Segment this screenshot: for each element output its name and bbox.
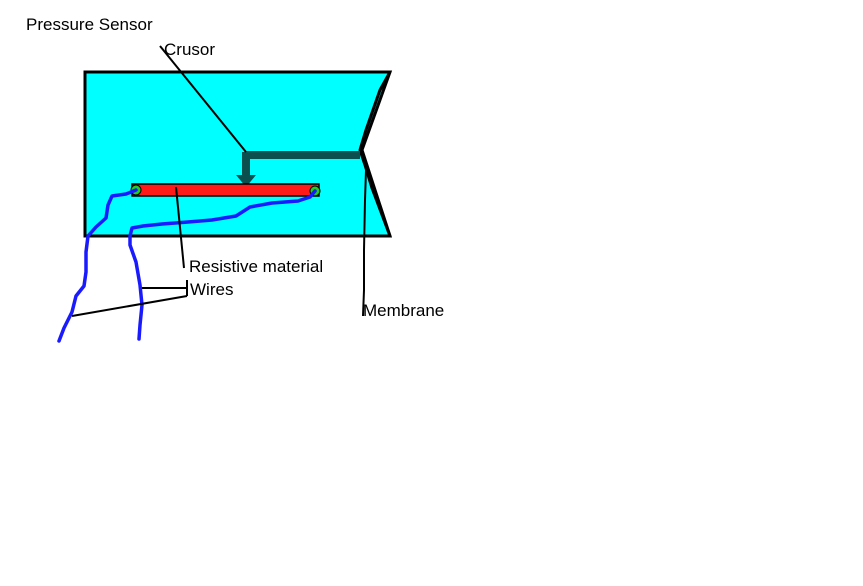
wires-leader-lines [71, 280, 188, 317]
membrane-edge [358, 71, 392, 237]
membrane-label: Membrane [363, 301, 444, 320]
resistive-strip [131, 183, 320, 197]
cursor-label: Crusor [164, 40, 215, 59]
wires-label: Wires [190, 280, 233, 299]
wire-right [128, 189, 317, 341]
membrane-leader-line [362, 169, 367, 317]
cursor-arm [236, 151, 360, 187]
resistive-leader-line [175, 186, 185, 269]
cursor-leader-line [159, 45, 247, 153]
resistive-material-label: Resistive material [189, 257, 323, 276]
wire-left [57, 188, 138, 343]
diagram-title: Pressure Sensor [26, 15, 153, 34]
